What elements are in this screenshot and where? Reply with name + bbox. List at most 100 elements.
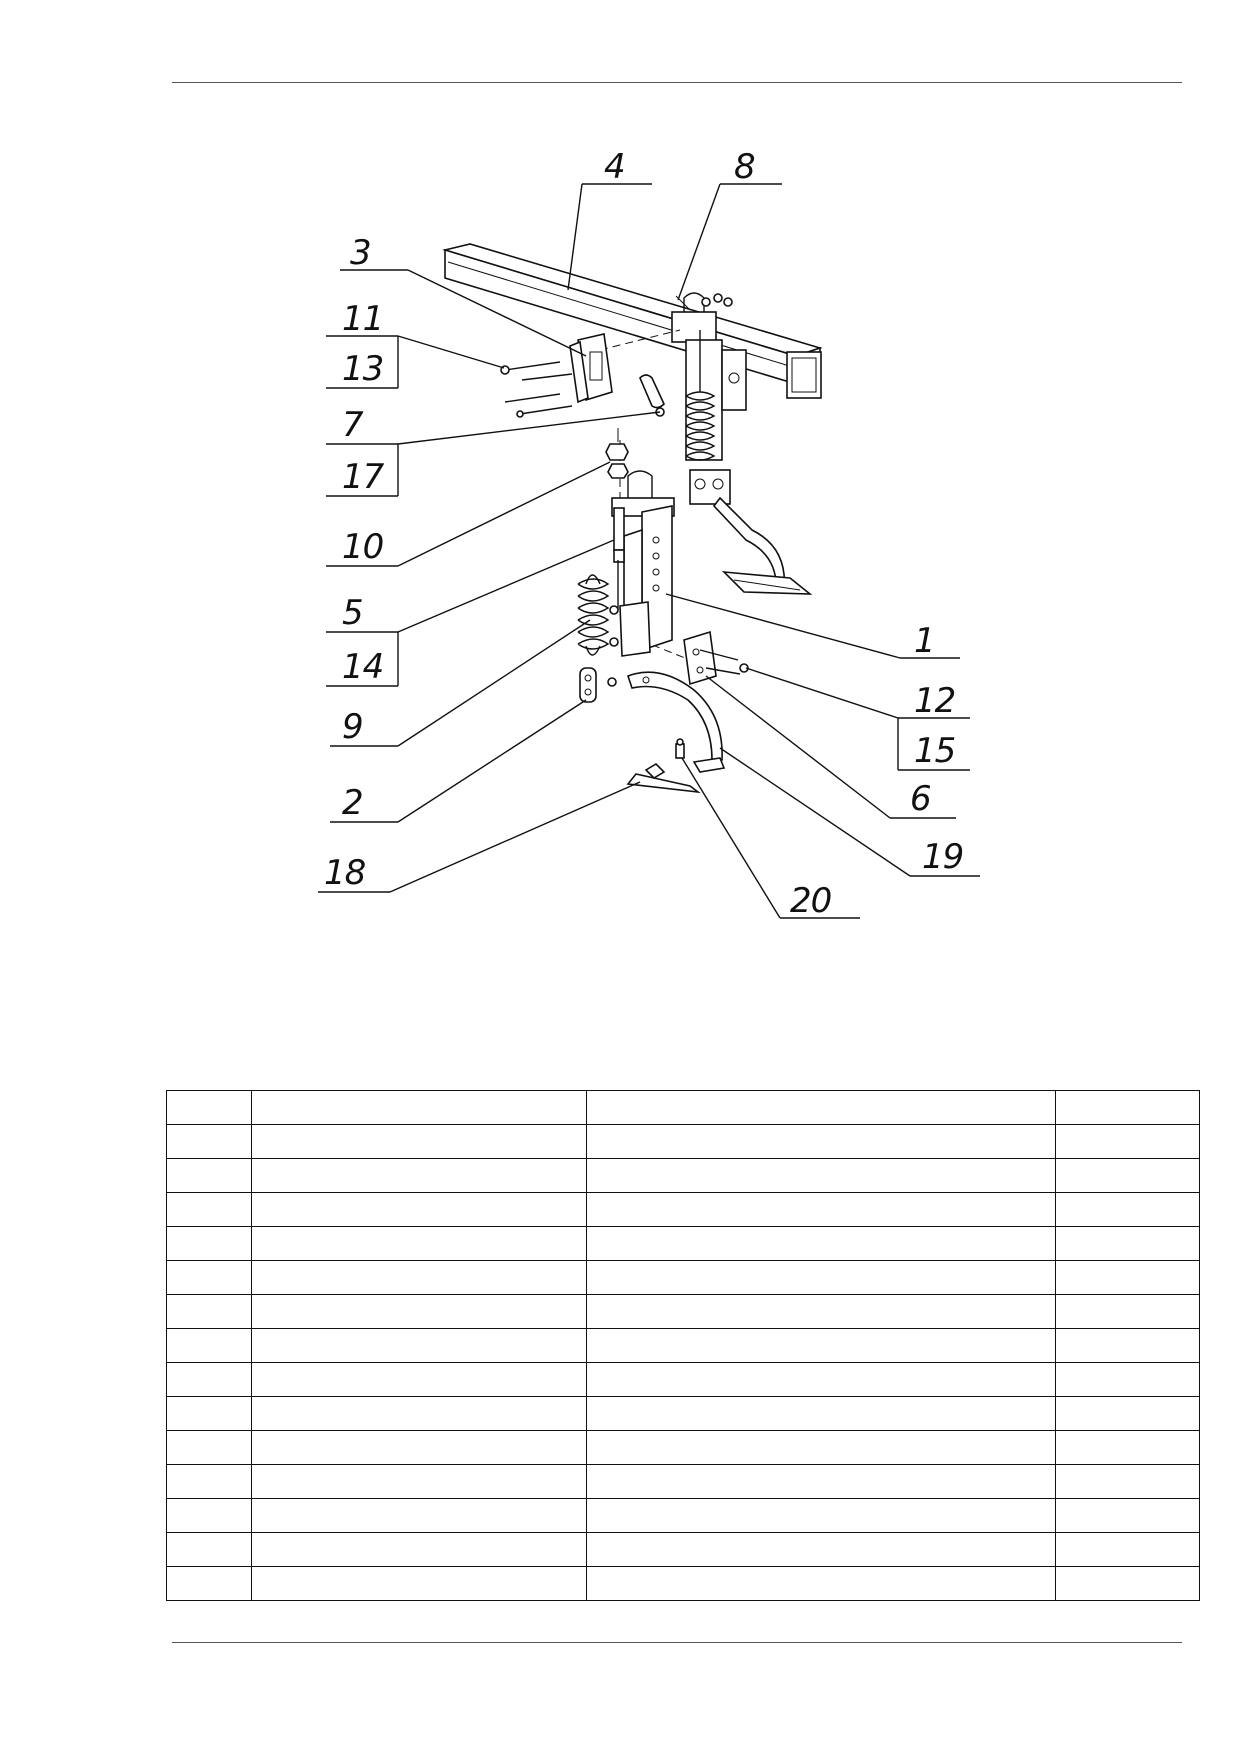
table-row <box>166 1226 1200 1261</box>
table-cell <box>166 1566 252 1601</box>
table-cell <box>251 1328 587 1363</box>
table-cell <box>251 1532 587 1567</box>
nuts <box>605 428 629 479</box>
table-cell <box>586 1464 1056 1499</box>
table-row <box>166 1328 1200 1363</box>
table-cell <box>586 1362 1056 1397</box>
table-cell <box>166 1328 252 1363</box>
table-cell <box>586 1498 1056 1533</box>
table-row <box>166 1362 1200 1397</box>
table-cell <box>251 1464 587 1499</box>
table-row <box>166 1294 1200 1329</box>
footer-rule <box>172 1642 1182 1643</box>
table-cell <box>166 1464 252 1499</box>
table-cell <box>586 1158 1056 1193</box>
table-cell <box>586 1532 1056 1567</box>
table-cell <box>1055 1532 1200 1567</box>
table-row <box>166 1464 1200 1499</box>
callout-3: 3 <box>350 233 371 273</box>
table-cell <box>1055 1362 1200 1397</box>
table-row <box>166 1498 1200 1533</box>
table-cell <box>166 1532 252 1567</box>
table-cell <box>251 1430 587 1465</box>
callout-10: 10 <box>342 527 383 567</box>
table-cell <box>1055 1430 1200 1465</box>
table-cell <box>251 1294 587 1329</box>
bolts <box>500 361 573 418</box>
callout-14: 14 <box>342 647 383 687</box>
lower-tine <box>626 671 726 773</box>
callout-12: 12 <box>914 681 955 721</box>
spring-link <box>579 667 617 703</box>
frame-beam <box>441 243 823 399</box>
pivot-pin <box>639 374 665 417</box>
upper-spring <box>685 330 731 505</box>
callout-20: 20 <box>790 881 831 921</box>
table-row <box>166 1192 1200 1227</box>
table-cell <box>166 1498 252 1533</box>
table-cell <box>586 1294 1056 1329</box>
table-cell <box>586 1226 1056 1261</box>
callout-15: 15 <box>914 731 955 771</box>
table-cell <box>251 1498 587 1533</box>
callout-19: 19 <box>922 837 963 877</box>
table-cell <box>251 1192 587 1227</box>
left-mount-plate <box>500 333 613 418</box>
callout-2: 2 <box>342 783 363 823</box>
header-rule <box>172 82 1182 83</box>
table-cell <box>166 1430 252 1465</box>
table-row <box>166 1260 1200 1295</box>
table-cell <box>1055 1124 1200 1159</box>
table-cell <box>166 1396 252 1431</box>
table-row <box>166 1532 1200 1567</box>
table-cell <box>166 1158 252 1193</box>
table-cell <box>166 1226 252 1261</box>
table-cell <box>1055 1192 1200 1227</box>
table-cell <box>166 1124 252 1159</box>
table-cell <box>251 1226 587 1261</box>
callout-11: 11 <box>342 299 383 339</box>
shovel <box>626 762 701 794</box>
callout-6: 6 <box>910 779 931 819</box>
callout-17: 17 <box>342 457 385 497</box>
table-cell <box>1055 1498 1200 1533</box>
assembly-drawing: 4 8 3 11 13 7 17 10 5 14 9 2 18 20 1 1 <box>318 147 980 921</box>
lower-bracket <box>611 470 675 657</box>
table-cell <box>251 1362 587 1397</box>
callout-9: 9 <box>342 707 363 747</box>
table-cell <box>251 1260 587 1295</box>
table-cell <box>1055 1260 1200 1295</box>
callout-13: 13 <box>342 349 383 389</box>
table-row <box>166 1124 1200 1159</box>
table-cell <box>586 1430 1056 1465</box>
callout-8: 8 <box>734 147 755 187</box>
table-cell <box>1055 1328 1200 1363</box>
upper-tine <box>712 496 813 595</box>
table-cell <box>251 1396 587 1431</box>
table-cell <box>251 1158 587 1193</box>
table-cell <box>166 1090 252 1125</box>
table-row <box>166 1566 1200 1601</box>
table-row <box>166 1430 1200 1465</box>
table-cell <box>1055 1294 1200 1329</box>
table-row <box>166 1396 1200 1431</box>
callout-18: 18 <box>324 853 366 893</box>
table-row <box>166 1090 1200 1125</box>
callout-1: 1 <box>914 621 935 661</box>
table-cell <box>586 1090 1056 1125</box>
table-cell <box>1055 1226 1200 1261</box>
table-cell <box>586 1192 1056 1227</box>
table-cell <box>1055 1396 1200 1431</box>
upper-mount-bracket <box>671 292 747 461</box>
table-cell <box>166 1260 252 1295</box>
lower-spring <box>577 574 619 656</box>
table-cell <box>251 1090 587 1125</box>
callout-4: 4 <box>604 147 625 187</box>
tine-bolt <box>675 738 685 759</box>
table-cell <box>166 1294 252 1329</box>
table-cell <box>1055 1158 1200 1193</box>
table-cell <box>586 1566 1056 1601</box>
table-cell <box>1055 1464 1200 1499</box>
side-plate <box>683 630 749 686</box>
callout-5: 5 <box>342 593 363 633</box>
